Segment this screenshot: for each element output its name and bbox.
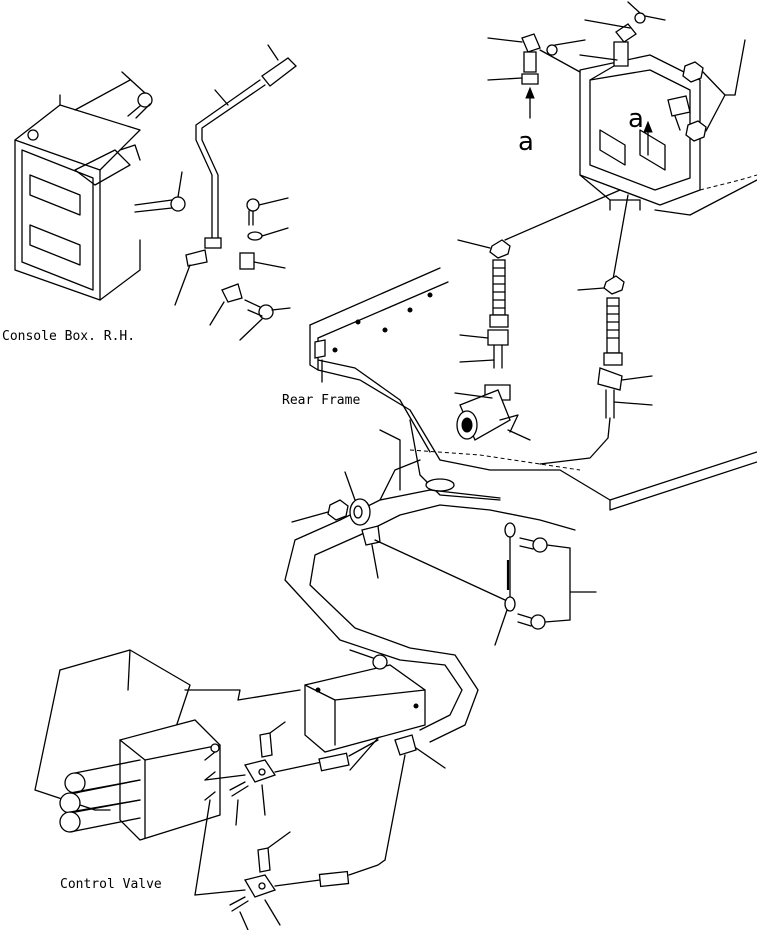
fittings-view-a: a	[487, 33, 541, 157]
bolt-rod-top	[519, 537, 571, 553]
cable-end-right	[539, 275, 653, 465]
cable-end-left	[457, 239, 511, 369]
control-cables	[454, 189, 653, 465]
console-box-label: Console Box. R.H.	[2, 329, 135, 344]
valve-spools	[59, 759, 141, 833]
bolt-mid	[134, 171, 186, 213]
view-a-label-right: a	[628, 104, 644, 134]
clevis-upper	[204, 721, 379, 826]
nut-bottom-right	[685, 94, 726, 142]
bracket-box	[304, 649, 446, 861]
control-valve-label: Control Valve	[60, 877, 162, 892]
control-lever	[195, 44, 297, 249]
rear-frame: Rear Frame	[282, 267, 757, 511]
upper-right-box: a	[539, 1, 757, 216]
rear-frame-label: Rear Frame	[282, 393, 360, 408]
control-valve-assembly: Control Valve	[34, 649, 301, 892]
spacer-parts	[291, 471, 381, 579]
view-a-label-left: a	[518, 127, 534, 157]
bolt-rod-bottom	[517, 613, 571, 630]
bolt-lower	[239, 299, 274, 341]
nut-top-right	[682, 61, 726, 96]
cable-clamp-block	[454, 384, 531, 441]
screw-right	[246, 197, 289, 226]
console-box-assembly: Console Box. R.H.	[2, 44, 297, 344]
clevis-lower	[194, 799, 386, 930]
bolt-top	[121, 71, 153, 119]
link-rod	[374, 522, 597, 646]
